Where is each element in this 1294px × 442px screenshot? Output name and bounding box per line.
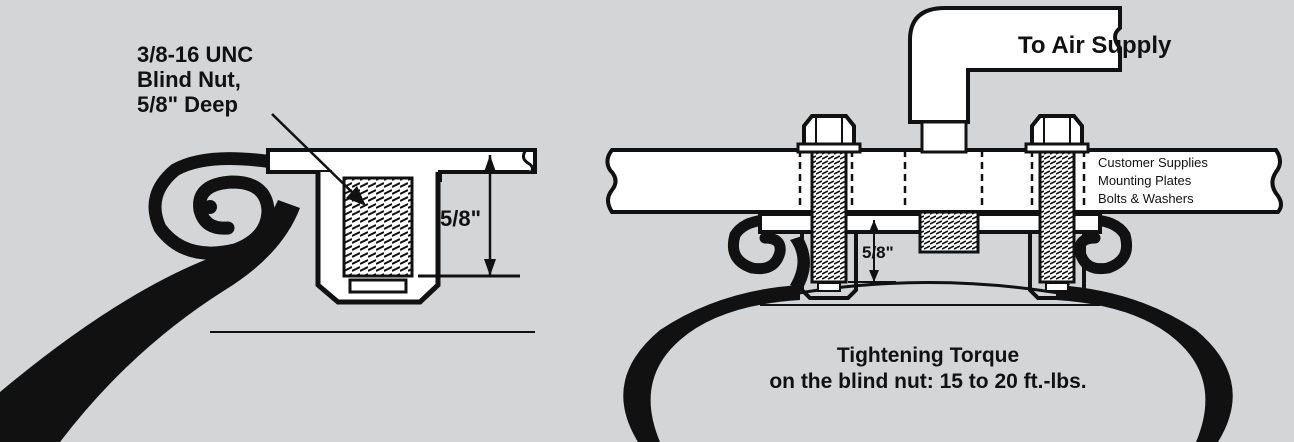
left-dimension-label: 5/8" [440, 206, 481, 231]
blind-nut-thread [342, 176, 414, 278]
customer-supplies-line-1: Customer Supplies [1098, 155, 1208, 170]
left-detail [0, 113, 537, 442]
right-bellows-wall [623, 285, 800, 442]
right-bolt [1024, 114, 1090, 300]
plate-bolt-holes [798, 150, 1086, 212]
callout-line-3: 5/8" Deep [137, 92, 238, 117]
customer-supplies-line-2: Mounting Plates [1098, 173, 1192, 188]
left-bead-roll [148, 152, 297, 260]
left-dimension [418, 155, 520, 278]
air-supply-label: To Air Supply [1018, 32, 1172, 59]
left-bolt [796, 114, 862, 300]
right-bellows-wall-right [1056, 285, 1233, 442]
air-fitting-elbow [908, 6, 1122, 254]
callout-line-2: Blind Nut, [137, 67, 241, 92]
callout-leader-arrow [271, 113, 366, 206]
right-assembly [605, 6, 1283, 442]
right-dimension [848, 220, 896, 283]
customer-supplies-line-3: Bolts & Washers [1098, 191, 1194, 206]
left-plate-break [521, 149, 535, 175]
blind-nut-bottom [348, 278, 408, 294]
torque-line-1: Tightening Torque [837, 344, 1019, 367]
right-dimension-label: 5/8" [862, 243, 894, 262]
callout-line-1: 3/8-16 UNC [137, 42, 253, 67]
mounting-plate [605, 148, 1283, 214]
torque-line-2: on the blind nut: 15 to 20 ft.-lbs. [769, 370, 1086, 393]
left-bellows-wall [0, 200, 300, 442]
